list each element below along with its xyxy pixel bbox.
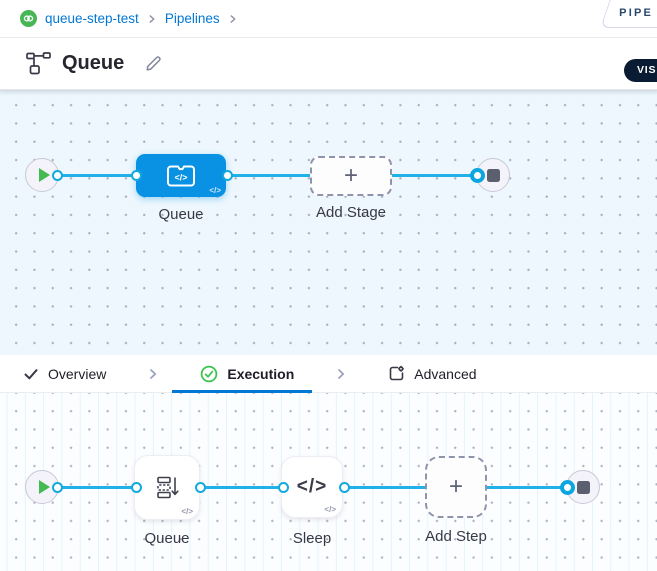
chevron-right-icon: [333, 366, 349, 382]
custom-stage-icon: </>: [162, 161, 200, 191]
stop-icon: [576, 480, 590, 494]
chevron-right-icon: [226, 12, 240, 26]
stop-icon: [486, 168, 500, 182]
chevron-right-icon: [145, 12, 159, 26]
add-stage-label: Add Stage: [315, 204, 387, 221]
sleep-step-label: Sleep: [292, 530, 332, 547]
svg-text:</>: </>: [174, 172, 187, 182]
queue-in-port: [130, 481, 142, 493]
queue-out-port: [194, 481, 206, 493]
step-node-queue[interactable]: </>: [134, 455, 200, 520]
stage-out-port: [221, 169, 233, 181]
edge-sleep-to-addstep: [341, 485, 428, 489]
edge-stage-to-addstage: [225, 173, 313, 177]
yaml-code-badge: </>: [181, 507, 193, 516]
tab-overview[interactable]: Overview: [23, 366, 106, 382]
breadcrumb: queue-step-test Pipelines PIPE: [0, 0, 657, 38]
add-stage-button[interactable]: +: [310, 156, 392, 196]
edge-start-to-stage: [56, 173, 138, 177]
tab-overview-label: Overview: [48, 365, 107, 382]
edge-addstep-to-end: [486, 485, 570, 489]
breadcrumb-project-link[interactable]: queue-step-test: [45, 11, 139, 26]
active-tab-underline: [172, 390, 312, 393]
edge-addstage-to-end: [390, 173, 480, 177]
sleep-in-port: [277, 481, 289, 493]
start-out-port: [52, 169, 63, 181]
tab-execution-label: Execution: [227, 365, 295, 382]
pipeline-icon: [26, 52, 51, 75]
title-bar: Queue VISU: [0, 38, 657, 90]
check-icon: [23, 366, 39, 382]
pencil-icon: [144, 54, 163, 73]
add-step-label: Add Step: [425, 528, 487, 545]
start-out-port: [52, 481, 63, 493]
edge-start-to-queue: [56, 485, 138, 489]
play-icon: [38, 168, 50, 182]
tab-advanced-label: Advanced: [414, 365, 477, 382]
stage-in-port: [130, 169, 142, 181]
sleep-out-port: [338, 481, 350, 493]
project-icon: [20, 10, 37, 27]
end-in-port: [560, 479, 575, 495]
plus-icon: +: [448, 473, 463, 500]
stage-node-queue[interactable]: </> </>: [136, 154, 226, 197]
edit-pipeline-name-button[interactable]: [142, 52, 165, 75]
code-step-icon: </>: [296, 476, 328, 497]
yaml-code-badge: </>: [324, 505, 336, 514]
tab-advanced[interactable]: Advanced: [388, 365, 477, 382]
queue-step-label: Queue: [144, 530, 190, 547]
stage-tabs: Overview Execution Advanced: [0, 355, 657, 393]
yaml-code-badge: </>: [209, 186, 221, 195]
queue-step-icon: [154, 474, 181, 501]
step-node-sleep[interactable]: </> </>: [281, 456, 343, 518]
check-circle-icon: [200, 365, 218, 383]
chevron-right-icon: [145, 366, 161, 382]
add-step-button[interactable]: +: [425, 456, 487, 518]
visual-yaml-toggle[interactable]: VISU: [624, 59, 657, 82]
breadcrumb-pipelines-link[interactable]: Pipelines: [164, 11, 220, 26]
pipeline-studio-badge: PIPE: [600, 0, 657, 28]
edge-queue-to-sleep: [199, 485, 284, 489]
tab-execution[interactable]: Execution: [200, 365, 294, 383]
stage-label: Queue: [158, 206, 204, 223]
execution-graph-canvas[interactable]: </> Queue </> </> Sleep + Add Step: [0, 393, 657, 571]
page-title: Queue: [62, 52, 125, 74]
end-in-port: [470, 167, 485, 183]
stage-graph-canvas[interactable]: </> </> Queue + Add Stage: [0, 90, 657, 355]
execution-end-node[interactable]: [566, 470, 600, 504]
play-icon: [38, 480, 50, 494]
plus-icon: +: [343, 162, 358, 189]
advanced-settings-icon: [388, 365, 405, 382]
